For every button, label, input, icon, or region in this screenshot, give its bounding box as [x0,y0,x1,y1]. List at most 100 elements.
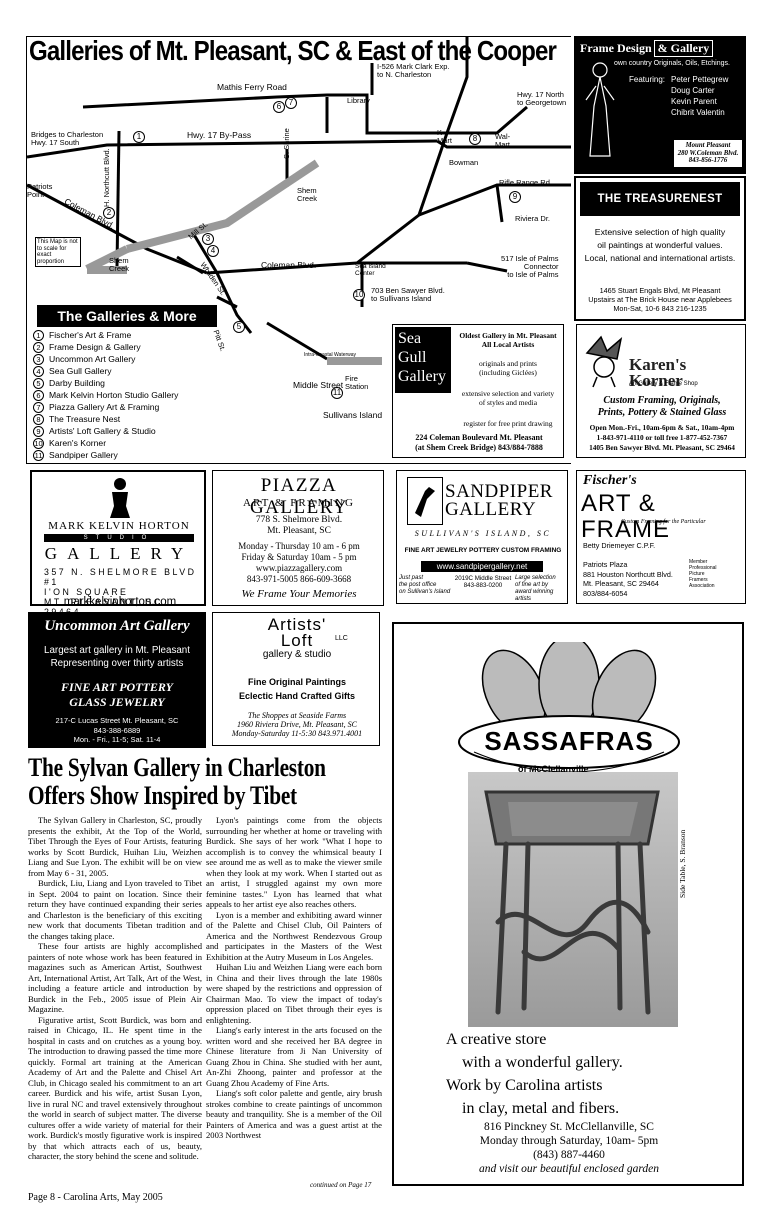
gallery-number: 6 [33,389,44,401]
label-library: Library [347,96,370,105]
label-rifle: Rifle Range Rd. [499,178,552,187]
artists-loft-llc: LLC [335,635,348,642]
gallery-number: 11 [33,449,44,461]
artists-loft-logo: Artists' Loft [267,615,327,650]
mkh-name: MARK KELVIN HORTON [48,520,190,532]
gallery-name: Fischer's Art & Frame [49,330,132,340]
treasure-nest-name: THE TREASURENEST [580,182,740,216]
uncommon-categories: FINE ART POTTERY GLASS JEWELRY [60,680,173,709]
label-walmart: Wal- Mart [495,132,511,149]
sandpiper-bird-icon [407,477,443,525]
figure-icon [110,478,130,518]
karens-korner-custom: Custom Framing, Originals, Prints, Potte… [597,395,727,418]
map-marker-1: 1 [133,131,145,143]
sassafras-address-block: 816 Pinckney St. McClellanville, SC Mond… [414,1120,724,1176]
ad-frame-design: Frame Design& Gallery own country Origin… [574,36,746,174]
gallery-list-item: 11 Sandpiper Gallery [33,449,178,461]
label-bridges: Bridges to Charleston Hwy. 17 South [31,130,104,147]
label-sea-island: Sea Island Center [355,263,386,277]
gallery-name: Mark Kelvin Horton Studio Gallery [49,390,179,400]
gallery-number: 4 [33,365,44,377]
sea-gull-logo: Sea Gull Gallery [395,327,451,393]
article-column-2: Lyon's paintings come from the objects s… [206,815,382,1141]
fischers-body: Betty Driemeyer C.P.F. Patriots Plaza 88… [583,541,673,598]
artists-loft-features: Fine Original Paintings Eclectic Hand Cr… [238,677,356,701]
label-shem-creek-2: Shem Creek [109,256,130,273]
sassafras-line: Work by Carolina artists [446,1077,603,1094]
map-marker-4: 4 [207,245,219,257]
karens-korner-hours: Open Mon.-Fri., 10am-6pm & Sat., 10am-4p… [589,423,735,452]
label-bypass: Hwy. 17 By-Pass [187,130,252,140]
article-paragraph: Lyon is a member and exhibiting award wi… [206,909,382,962]
frame-design-address: Mount Pleasant 280 W.Coleman Blvd. 843-8… [674,140,742,167]
jester-icon [585,335,623,388]
gallery-name: Artists' Loft Gallery & Studio [49,426,156,436]
sea-gull-oldest: Oldest Gallery in Mt. Pleasant All Local… [459,331,557,349]
uncommon-title: Uncommon Art Gallery [44,618,190,634]
article-paragraph: Lyon's paintings come from the objects s… [206,815,382,909]
ad-mark-kelvin-horton: MARK KELVIN HORTON STUDIO GALLERY 357 N.… [30,470,206,627]
map-marker-9: 9 [509,191,521,203]
map-marker-5: 5 [233,321,245,333]
frame-design-logo: Frame Design& Gallery [580,40,714,57]
map-title: Galleries of Mt. Pleasant, SC & East of … [29,36,557,66]
gallery-name: Karen's Korner [49,438,107,448]
map-roads [27,37,571,365]
uncommon-address: 217-C Lucas Street Mt. Pleasant, SC 843-… [55,716,179,744]
label-middle: Middle Street [293,380,344,390]
article-continued: continued on Page 17 [310,1181,372,1189]
frame-design-featuring: Featuring: [629,75,666,84]
sea-gull-register: register for free print drawing [463,419,553,428]
mkh-studio: STUDIO [44,534,194,542]
map-marker-3: 3 [202,233,214,245]
sea-gull-address: 224 Coleman Boulevard Mt. Pleasant (at S… [415,433,543,452]
piazza-hours: Monday - Thursday 10 am - 6 pm Friday & … [238,541,360,584]
sassafras-name: SASSAFRAS [484,726,654,756]
piazza-sub: ART & FRAMING [243,497,355,509]
article-paragraph: Liang's soft color palette and gentle, a… [206,1088,382,1140]
sandpiper-selection: Large selection of fine art by award win… [515,575,556,602]
gallery-map: Galleries of Mt. Pleasant, SC & East of … [26,36,571,464]
sassafras-line: in clay, metal and fibers. [446,1100,620,1117]
label-intracoastal: Intra-Coastal Waterway [304,352,357,358]
fischers-title: Fischer's [583,473,637,488]
article-paragraph: The Sylvan Gallery in Charleston, SC, pr… [28,815,202,878]
sandpiper-url[interactable]: www.sandpipergallery.net [421,561,543,572]
fischers-frame: ART & FRAME [581,490,670,543]
sea-gull-originals: originals and prints (including Giclées) [479,359,537,377]
gallery-number: 3 [33,353,44,365]
label-sullivans: Sullivans Island [323,410,383,420]
sandpiper-location: Just past the post office on Sullivan's … [399,575,451,595]
label-mark-clark: I-526 Mark Clark Exp. to N. Charleston [377,62,450,79]
map-marker-8: 8 [469,133,481,145]
piazza-address: 778 S. Shelmore Blvd. Mt. Pleasant, SC [255,515,343,536]
gallery-number: 7 [33,401,44,413]
map-marker-2: 2 [103,207,115,219]
sassafras-line: with a wonderful gallery. [446,1054,623,1071]
treasure-nest-address: 1465 Stuart Engals Blvd, Mt Pleasant Ups… [588,286,732,313]
mkh-url: markkelvinhorton.com [63,596,177,608]
side-table-photo [468,772,678,1027]
label-coleman-2: Coleman Blvd. [261,260,317,270]
karens-korner-sub: Art Gallery & Frame Shop [629,381,698,387]
ad-artists-loft: Artists' Loft LLC gallery & studio Fine … [212,612,380,746]
label-patriots: Patriots Point [27,182,53,199]
galleries-heading: The Galleries & More [37,305,217,327]
article-paragraph: Huihan Liu and Weizhen Liang were each b… [206,962,382,1025]
label-mathis: Mathis Ferry Road [217,82,287,92]
ad-uncommon-art: Uncommon Art Gallery Largest art gallery… [28,612,206,748]
sassafras-line: A creative store [446,1031,547,1048]
fischers-member: Member Professional Picture Framers Asso… [689,559,717,589]
gallery-name: Sandpiper Gallery [49,450,118,460]
label-riviera: Riviera Dr. [515,214,551,223]
mkh-gallery: GALLERY [44,544,194,563]
sea-gull-extensive: extensive selection and variety of style… [461,389,555,407]
